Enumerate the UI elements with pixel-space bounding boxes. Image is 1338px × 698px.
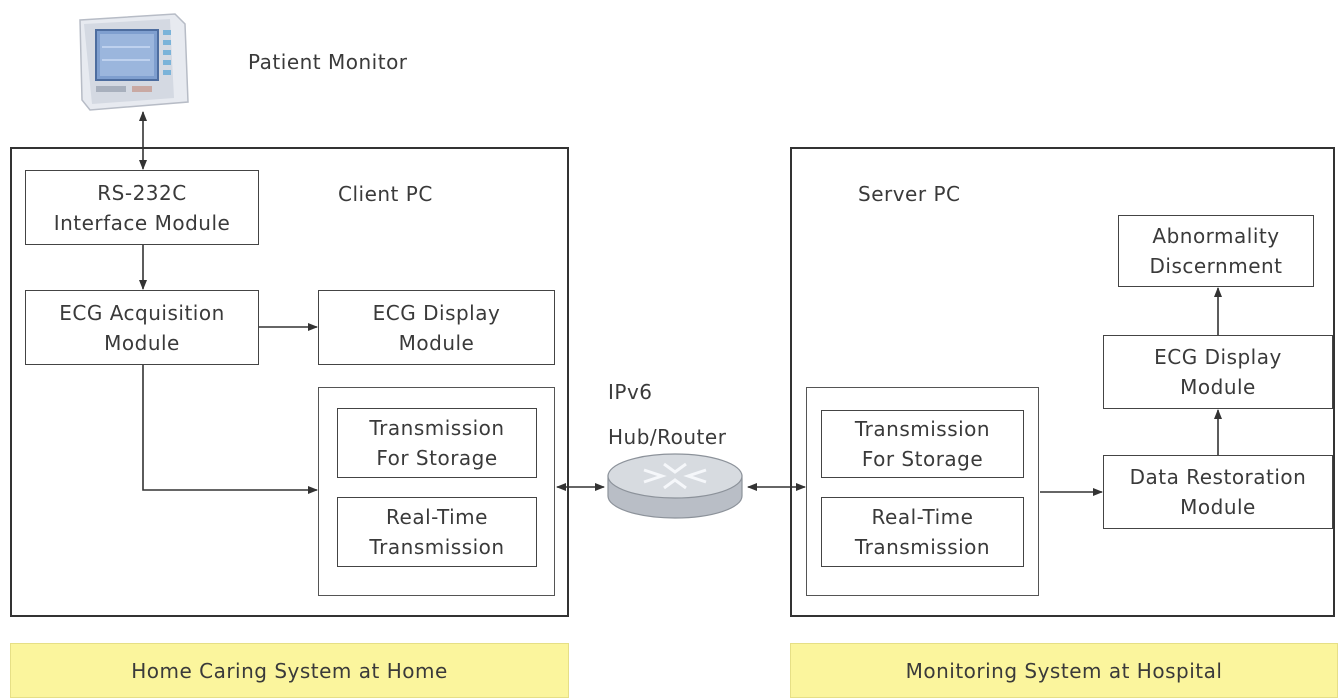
patient-monitor-label: Patient Monitor <box>248 50 408 74</box>
data-restoration-module: Data Restoration Module <box>1103 455 1333 529</box>
server-pc-title: Server PC <box>858 182 961 206</box>
hospital-system-banner: Monitoring System at Hospital <box>790 643 1338 698</box>
patient-monitor-device-icon <box>79 13 189 111</box>
client-transmission-for-storage: Transmission For Storage <box>337 408 537 478</box>
router-icon <box>607 453 743 519</box>
abnormality-discernment-module: Abnormality Discernment <box>1118 215 1314 287</box>
acquisition-to-transmission-arrow <box>142 365 318 494</box>
ipv6-label: IPv6 <box>608 380 653 404</box>
client-real-time-transmission: Real-Time Transmission <box>337 497 537 567</box>
server-transmission-for-storage: Transmission For Storage <box>821 410 1024 478</box>
ecg-acquisition-module: ECG Acquisition Module <box>25 290 259 365</box>
server-real-time-transmission: Real-Time Transmission <box>821 497 1024 567</box>
rs232-interface-module: RS-232C Interface Module <box>25 170 259 245</box>
client-ecg-display-module: ECG Display Module <box>318 290 555 365</box>
hub-router-label: Hub/Router <box>608 425 727 449</box>
server-ecg-display-module: ECG Display Module <box>1103 335 1333 409</box>
client-pc-title: Client PC <box>338 182 433 206</box>
